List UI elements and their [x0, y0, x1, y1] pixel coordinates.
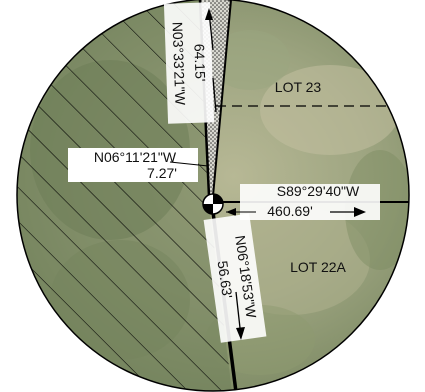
lot-22a-label: LOT 22A — [290, 259, 346, 275]
jog-distance: 7.27' — [147, 165, 177, 181]
east-bearing: S89°29'40"W — [277, 183, 360, 199]
east-bearing-label: S89°29'40"W 460.69' — [226, 183, 380, 220]
north-bearing: N03°33'21"W — [170, 21, 189, 106]
north-distance: 64.15' — [191, 44, 208, 82]
south-distance: 56.63' — [215, 260, 236, 300]
north-arrow — [205, 8, 217, 113]
north-bearing-label: 64.15' N03°33'21"W — [163, 2, 215, 124]
jog-bearing: N06°11'21"W — [94, 149, 177, 165]
jog-label: N06°11'21"W 7.27' — [68, 148, 209, 182]
east-distance: 460.69' — [267, 203, 313, 219]
lot-23-label: LOT 23 — [275, 79, 322, 95]
south-arrow — [235, 291, 245, 340]
detail-circle — [16, 0, 410, 392]
monument-symbol — [202, 193, 224, 215]
